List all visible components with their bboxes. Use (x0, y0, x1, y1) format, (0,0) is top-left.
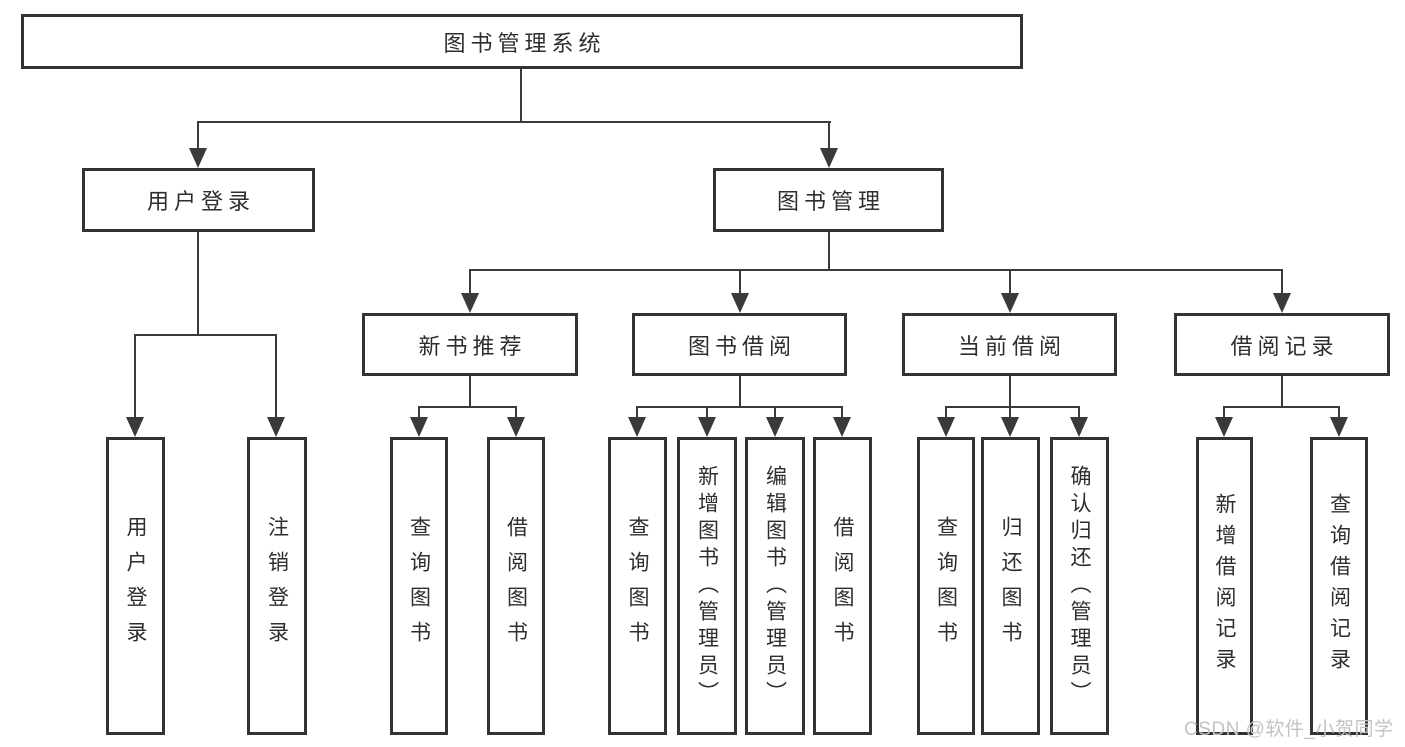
connector-stem (1281, 269, 1283, 295)
arrow-down-icon (1001, 293, 1019, 313)
arrow-down-icon (410, 417, 428, 437)
node-library-system: 图书管理系统 (21, 14, 1023, 69)
connector-bar (945, 406, 1080, 408)
arrow-down-icon (1215, 417, 1233, 437)
connector-stem (1078, 406, 1080, 419)
leaf-borrow-books-recommend: 借阅图书 (487, 437, 545, 735)
leaf-confirm-return-admin: 确认归还（管理员） (1050, 437, 1109, 735)
connector-bar (636, 406, 843, 408)
leaf-add-book-admin: 新增图书（管理员） (677, 437, 737, 735)
connector-stem (275, 334, 277, 419)
leaf-label: 编辑图书（管理员） (763, 464, 787, 708)
arrow-down-icon (507, 417, 525, 437)
node-user-login: 用户登录 (82, 168, 315, 232)
leaf-label: 用户登录 (124, 516, 147, 656)
leaf-user-login: 用户登录 (106, 437, 165, 735)
node-borrowing-records: 借阅记录 (1174, 313, 1390, 376)
connector-level3-bar (469, 269, 1283, 271)
connector-stem (706, 406, 708, 419)
leaf-query-borrow-record: 查询借阅记录 (1310, 437, 1368, 735)
arrow-down-icon (937, 417, 955, 437)
arrow-down-icon (731, 293, 749, 313)
leaf-label: 新增图书（管理员） (695, 464, 719, 708)
connector-stem (739, 269, 741, 295)
arrow-down-icon (1070, 417, 1088, 437)
node-book-borrowing: 图书借阅 (632, 313, 847, 376)
leaf-query-books-borrowing: 查询图书 (608, 437, 667, 735)
arrow-down-icon (628, 417, 646, 437)
leaf-add-borrow-record: 新增借阅记录 (1196, 437, 1253, 735)
arrow-down-icon (1273, 293, 1291, 313)
arrow-down-icon (1001, 417, 1019, 437)
arrow-down-icon (833, 417, 851, 437)
connector-userlogin-bar (134, 334, 277, 336)
leaf-return-books: 归还图书 (981, 437, 1040, 735)
connector-stem (469, 376, 471, 408)
connector-stem (418, 406, 420, 419)
connector-bar (418, 406, 517, 408)
arrow-down-icon (1330, 417, 1348, 437)
watermark: CSDN @软件_小贺同学 (1184, 719, 1394, 740)
arrow-down-icon (267, 417, 285, 437)
connector-stem (828, 121, 830, 150)
connector-stem (1009, 406, 1011, 419)
leaf-label: 注销登录 (265, 516, 289, 656)
connector-bar (1223, 406, 1340, 408)
leaf-query-books-current: 查询图书 (917, 437, 975, 735)
leaf-label: 新增借阅记录 (1213, 493, 1236, 679)
connector-stem (739, 376, 741, 408)
connector-stem (774, 406, 776, 419)
arrow-down-icon (126, 417, 144, 437)
node-book-management: 图书管理 (713, 168, 944, 232)
leaf-label: 查询借阅记录 (1327, 493, 1351, 679)
connector-stem (841, 406, 843, 419)
leaf-borrow-books: 借阅图书 (813, 437, 872, 735)
connector-stem (134, 334, 136, 419)
leaf-label: 查询图书 (934, 516, 958, 656)
node-current-borrowing: 当前借阅 (902, 313, 1117, 376)
connector-stem (1009, 269, 1011, 295)
leaf-label: 归还图书 (999, 516, 1022, 656)
arrow-down-icon (698, 417, 716, 437)
connector-stem (197, 121, 199, 150)
arrow-down-icon (820, 148, 838, 168)
leaf-label: 查询图书 (626, 516, 649, 656)
connector-stem (469, 269, 471, 295)
connector-stem (1281, 376, 1283, 408)
connector-stem (945, 406, 947, 419)
connector-root-stem (520, 69, 522, 122)
leaf-label: 借阅图书 (504, 516, 528, 656)
arrow-down-icon (461, 293, 479, 313)
leaf-label: 查询图书 (407, 516, 431, 656)
connector-stem (1223, 406, 1225, 419)
leaf-logout: 注销登录 (247, 437, 307, 735)
connector-stem (515, 406, 517, 419)
connector-bookmgmt-stem (828, 232, 830, 271)
connector-stem (1338, 406, 1340, 419)
connector-stem (636, 406, 638, 419)
connector-userlogin-stem (197, 232, 199, 336)
arrow-down-icon (189, 148, 207, 168)
leaf-label: 确认归还（管理员） (1068, 464, 1091, 708)
node-new-book-recommend: 新书推荐 (362, 313, 578, 376)
connector-stem (1009, 376, 1011, 408)
connector-level2-bar (197, 121, 831, 123)
leaf-edit-book-admin: 编辑图书（管理员） (745, 437, 805, 735)
leaf-label: 借阅图书 (831, 516, 854, 656)
leaf-query-books-recommend: 查询图书 (390, 437, 448, 735)
arrow-down-icon (766, 417, 784, 437)
